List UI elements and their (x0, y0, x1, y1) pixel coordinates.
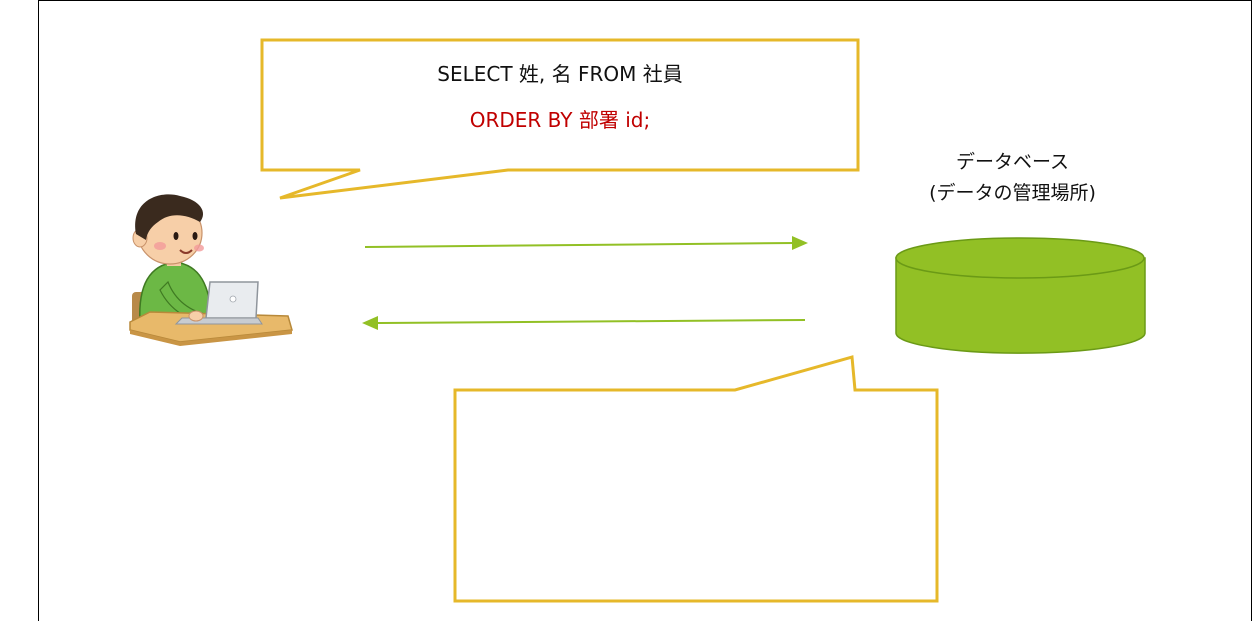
person-with-laptop-icon (129, 194, 293, 346)
query-speech-bubble (260, 38, 860, 200)
diagram-frame (38, 0, 1252, 621)
database-cylinder-icon (895, 237, 1146, 354)
database-label: データベース (955, 151, 1070, 173)
response-arrow (362, 316, 806, 330)
query-line-select: SELECT 姓, 名 FROM 社員 (437, 62, 683, 86)
request-arrow (364, 236, 808, 250)
database-sublabel: (データの管理場所) (929, 182, 1096, 204)
result-speech-bubble (453, 355, 939, 603)
query-line-order-by: ORDER BY 部署 id; (469, 108, 651, 132)
